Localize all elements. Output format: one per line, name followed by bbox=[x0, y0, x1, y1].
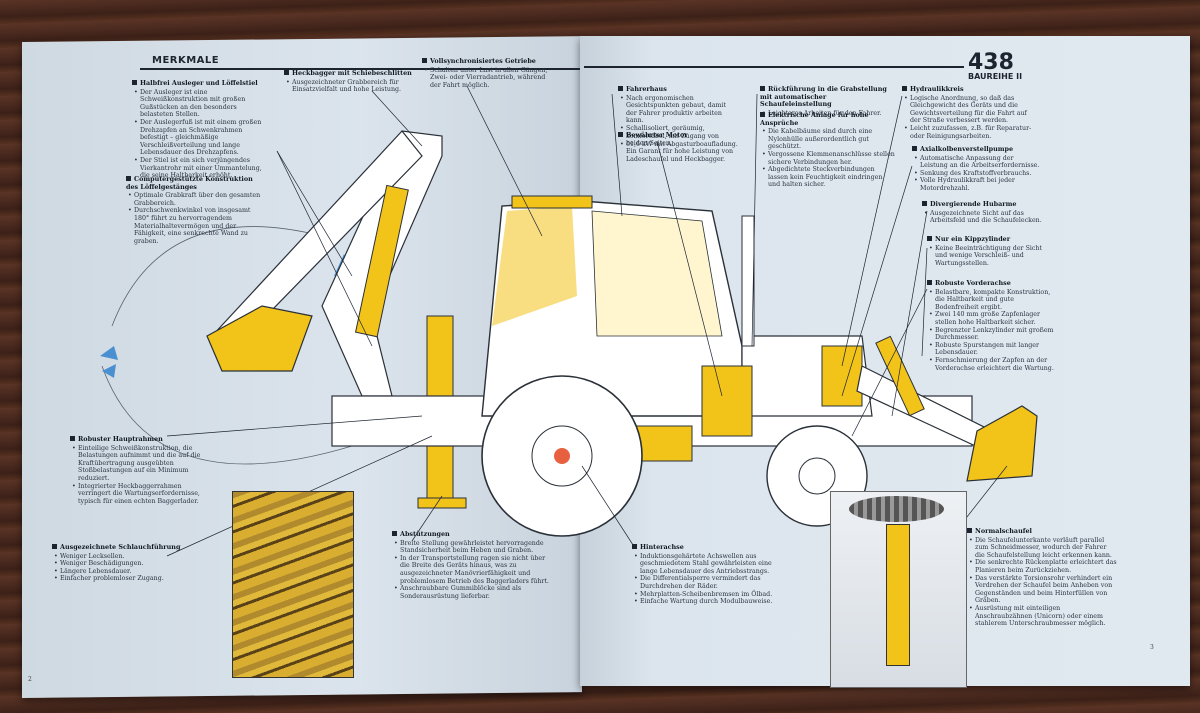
feature-electrical: Elektrische Anlage für hohe Ansprüche Di… bbox=[760, 111, 895, 189]
feature-title: Rückführung in die Grabstellung mit auto… bbox=[760, 85, 895, 109]
cab-window bbox=[591, 210, 723, 337]
feature-linkage: Computergestützte Konstruktion des Löffe… bbox=[126, 175, 264, 245]
loader-bucket bbox=[966, 405, 1038, 482]
feature-title: Bewährter Motor bbox=[618, 131, 738, 140]
page-number-left: 2 bbox=[28, 676, 32, 683]
feature-hose-routing: Ausgezeichnete Schlauchführung Weniger L… bbox=[52, 543, 192, 583]
stabilizer-pad bbox=[417, 497, 467, 509]
feature-title: Robuster Hauptrahmen bbox=[70, 435, 210, 444]
backhoe-loader-illustration bbox=[100, 85, 1038, 557]
tilt-cylinder bbox=[875, 335, 925, 417]
leader-lines bbox=[166, 85, 1008, 557]
feature-main-frame: Robuster Hauptrahmen Einteilige Schweißk… bbox=[70, 435, 210, 505]
feature-title: Robuste Vorderachse bbox=[927, 279, 1057, 288]
cab-roof bbox=[511, 195, 593, 209]
open-brochure: MERKMALE 438 BAUREIHE II bbox=[22, 36, 1190, 698]
series-label: BAUREIHE II bbox=[968, 72, 1023, 81]
backhoe-bucket bbox=[206, 305, 313, 372]
model-number: 438 bbox=[968, 50, 1014, 75]
front-wheel-hub bbox=[798, 457, 836, 495]
feature-title: Elektrische Anlage für hohe Ansprüche bbox=[760, 111, 895, 127]
feature-title: Heckbagger mit Schiebeschlitten bbox=[284, 69, 414, 78]
feature-title: Divergierende Hubarme bbox=[922, 200, 1047, 209]
feature-title: Nur ein Kippzylinder bbox=[927, 235, 1052, 244]
tyre-shape bbox=[849, 496, 944, 522]
feature-stabilizers: Abstützungen Breite Stellung gewährleist… bbox=[392, 530, 552, 600]
feature-standard-bucket: Normalschaufel Die Schaufelunterkante ve… bbox=[967, 527, 1117, 628]
engine-block bbox=[701, 365, 753, 437]
exhaust-stack bbox=[741, 215, 755, 347]
page-number-right: 3 bbox=[1150, 644, 1154, 651]
rear-axle-center bbox=[554, 448, 570, 464]
feature-title: Hinterachse bbox=[632, 543, 782, 552]
feature-engine: Bewährter Motor 61,6 kW mit Abgasturboau… bbox=[618, 131, 738, 163]
hydraulic-tank bbox=[821, 345, 863, 407]
axle-yellow-part bbox=[886, 524, 910, 666]
feature-title: Fahrerhaus bbox=[618, 85, 738, 94]
feature-rear-axle: Hinterachse Induktionsgehärtete Achswell… bbox=[632, 543, 782, 606]
feature-hydraulic-circuit: Hydraulikkreis Logische Anordnung, so da… bbox=[902, 85, 1037, 140]
feature-title: Vollsynchronisiertes Getriebe bbox=[422, 57, 557, 66]
feature-title: Computergestützte Konstruktion des Löffe… bbox=[126, 175, 264, 191]
feature-title: Abstützungen bbox=[392, 530, 552, 539]
feature-divergent-arms: Divergierende Hubarme Ausgezeichnete Sic… bbox=[922, 200, 1047, 225]
feature-title: Axialkolbenverstellpumpe bbox=[912, 145, 1042, 154]
hose-routing-photo bbox=[232, 491, 354, 678]
rear-wheel-hub bbox=[531, 425, 593, 487]
feature-title: Halbfrei Ausleger und Löffelstiel bbox=[132, 79, 267, 88]
feature-front-axle: Robuste Vorderachse Belastbare, kompakte… bbox=[927, 279, 1057, 372]
motion-arrow-icon bbox=[102, 364, 116, 378]
header-rule-right bbox=[584, 66, 964, 68]
feature-title: Normalschaufel bbox=[967, 527, 1117, 536]
front-axle-photo bbox=[830, 491, 967, 688]
feature-transmission: Vollsynchronisiertes Getriebe Schalten u… bbox=[422, 57, 557, 89]
page-title: MERKMALE bbox=[152, 55, 220, 66]
feature-title: Hydraulikkreis bbox=[902, 85, 1037, 94]
feature-title: Ausgezeichnete Schlauchführung bbox=[52, 543, 192, 552]
motion-arrow-icon bbox=[100, 346, 118, 360]
feature-sideshift: Heckbagger mit Schiebeschlitten Ausgezei… bbox=[284, 69, 414, 94]
feature-boom-stick: Halbfrei Ausleger und Löffelstiel Der Au… bbox=[132, 79, 267, 180]
cab-window bbox=[492, 206, 577, 326]
feature-piston-pump: Axialkolbenverstellpumpe Automatische An… bbox=[912, 145, 1042, 193]
feature-single-tilt-cylinder: Nur ein Kippzylinder Keine Beeinträchtig… bbox=[927, 235, 1052, 267]
